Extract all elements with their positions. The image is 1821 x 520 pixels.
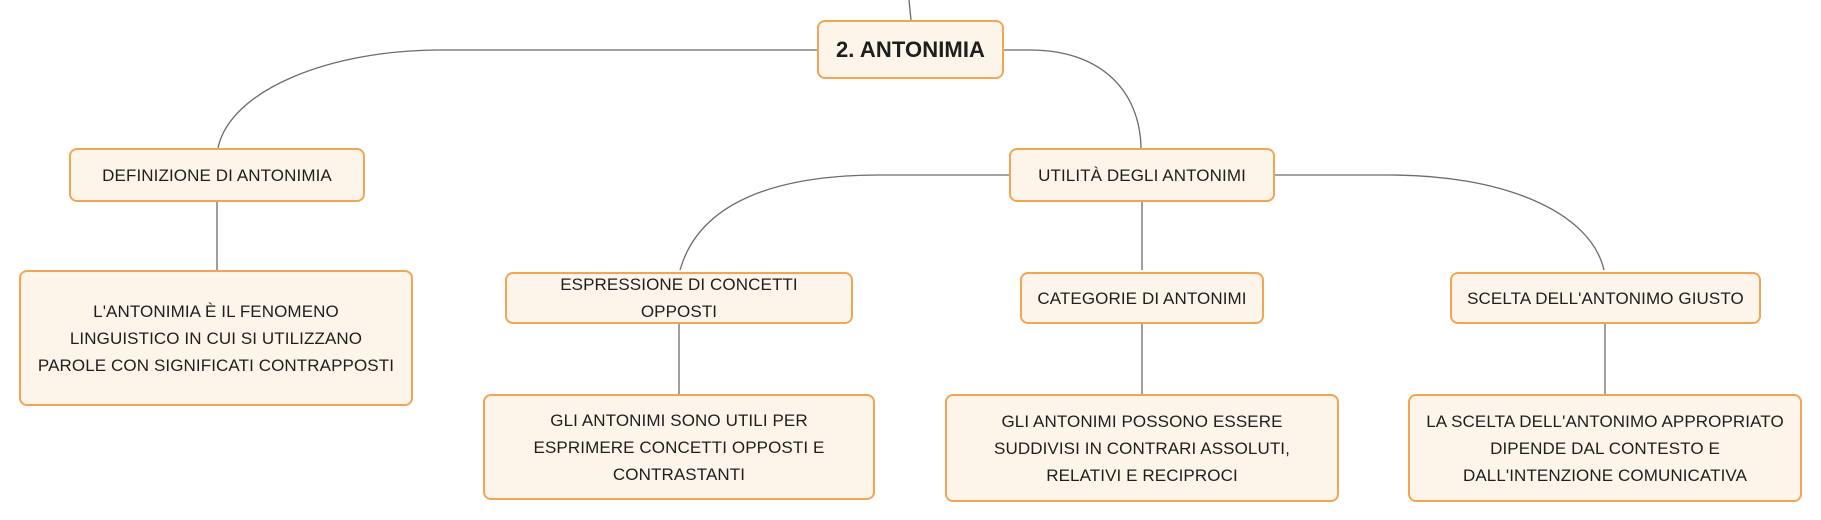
categorie-node-label: CATEGORIE DI ANTONIMI (1037, 288, 1247, 308)
connector-root-to-definition (217, 49, 817, 149)
espressione-detail-node[interactable]: GLI ANTONIMI SONO UTILI PER ESPRIMERE CO… (483, 394, 875, 500)
definition-node-label: DEFINIZIONE DI ANTONIMIA (102, 165, 332, 185)
scelta-node-label: SCELTA DELL'ANTONIMO GIUSTO (1467, 288, 1744, 308)
utility-node[interactable]: UTILITÀ DEGLI ANTONIMI (1009, 148, 1275, 202)
categorie-detail-text: GLI ANTONIMI POSSONO ESSERE SUDDIVISI IN… (994, 411, 1290, 485)
connector-utility-to-scelta (1275, 174, 1605, 271)
scelta-detail-text: LA SCELTA DELL'ANTONIMO APPROPRIATO DIPE… (1426, 411, 1784, 485)
scelta-detail-node[interactable]: LA SCELTA DELL'ANTONIMO APPROPRIATO DIPE… (1408, 394, 1802, 502)
connector-root-to-utility (1004, 49, 1142, 149)
espressione-node[interactable]: ESPRESSIONE DI CONCETTI OPPOSTI (505, 272, 853, 324)
connector-utility-to-espressione (679, 174, 1009, 271)
categorie-node[interactable]: CATEGORIE DI ANTONIMI (1020, 272, 1264, 324)
definition-detail-text: L'ANTONIMIA È IL FENOMENO LINGUISTICO IN… (37, 301, 395, 375)
categorie-detail-node[interactable]: GLI ANTONIMI POSSONO ESSERE SUDDIVISI IN… (945, 394, 1339, 502)
root-node[interactable]: 2. ANTONIMIA (817, 20, 1004, 79)
definition-node[interactable]: DEFINIZIONE DI ANTONIMIA (69, 148, 365, 202)
root-node-label: 2. ANTONIMIA (835, 37, 986, 62)
scelta-node[interactable]: SCELTA DELL'ANTONIMO GIUSTO (1450, 272, 1761, 324)
connector-top-stub (908, 0, 912, 21)
espressione-detail-text: GLI ANTONIMI SONO UTILI PER ESPRIMERE CO… (533, 410, 825, 484)
definition-detail-node[interactable]: L'ANTONIMIA È IL FENOMENO LINGUISTICO IN… (19, 270, 413, 406)
espressione-node-label: ESPRESSIONE DI CONCETTI OPPOSTI (560, 275, 798, 321)
utility-node-label: UTILITÀ DEGLI ANTONIMI (1038, 165, 1246, 185)
